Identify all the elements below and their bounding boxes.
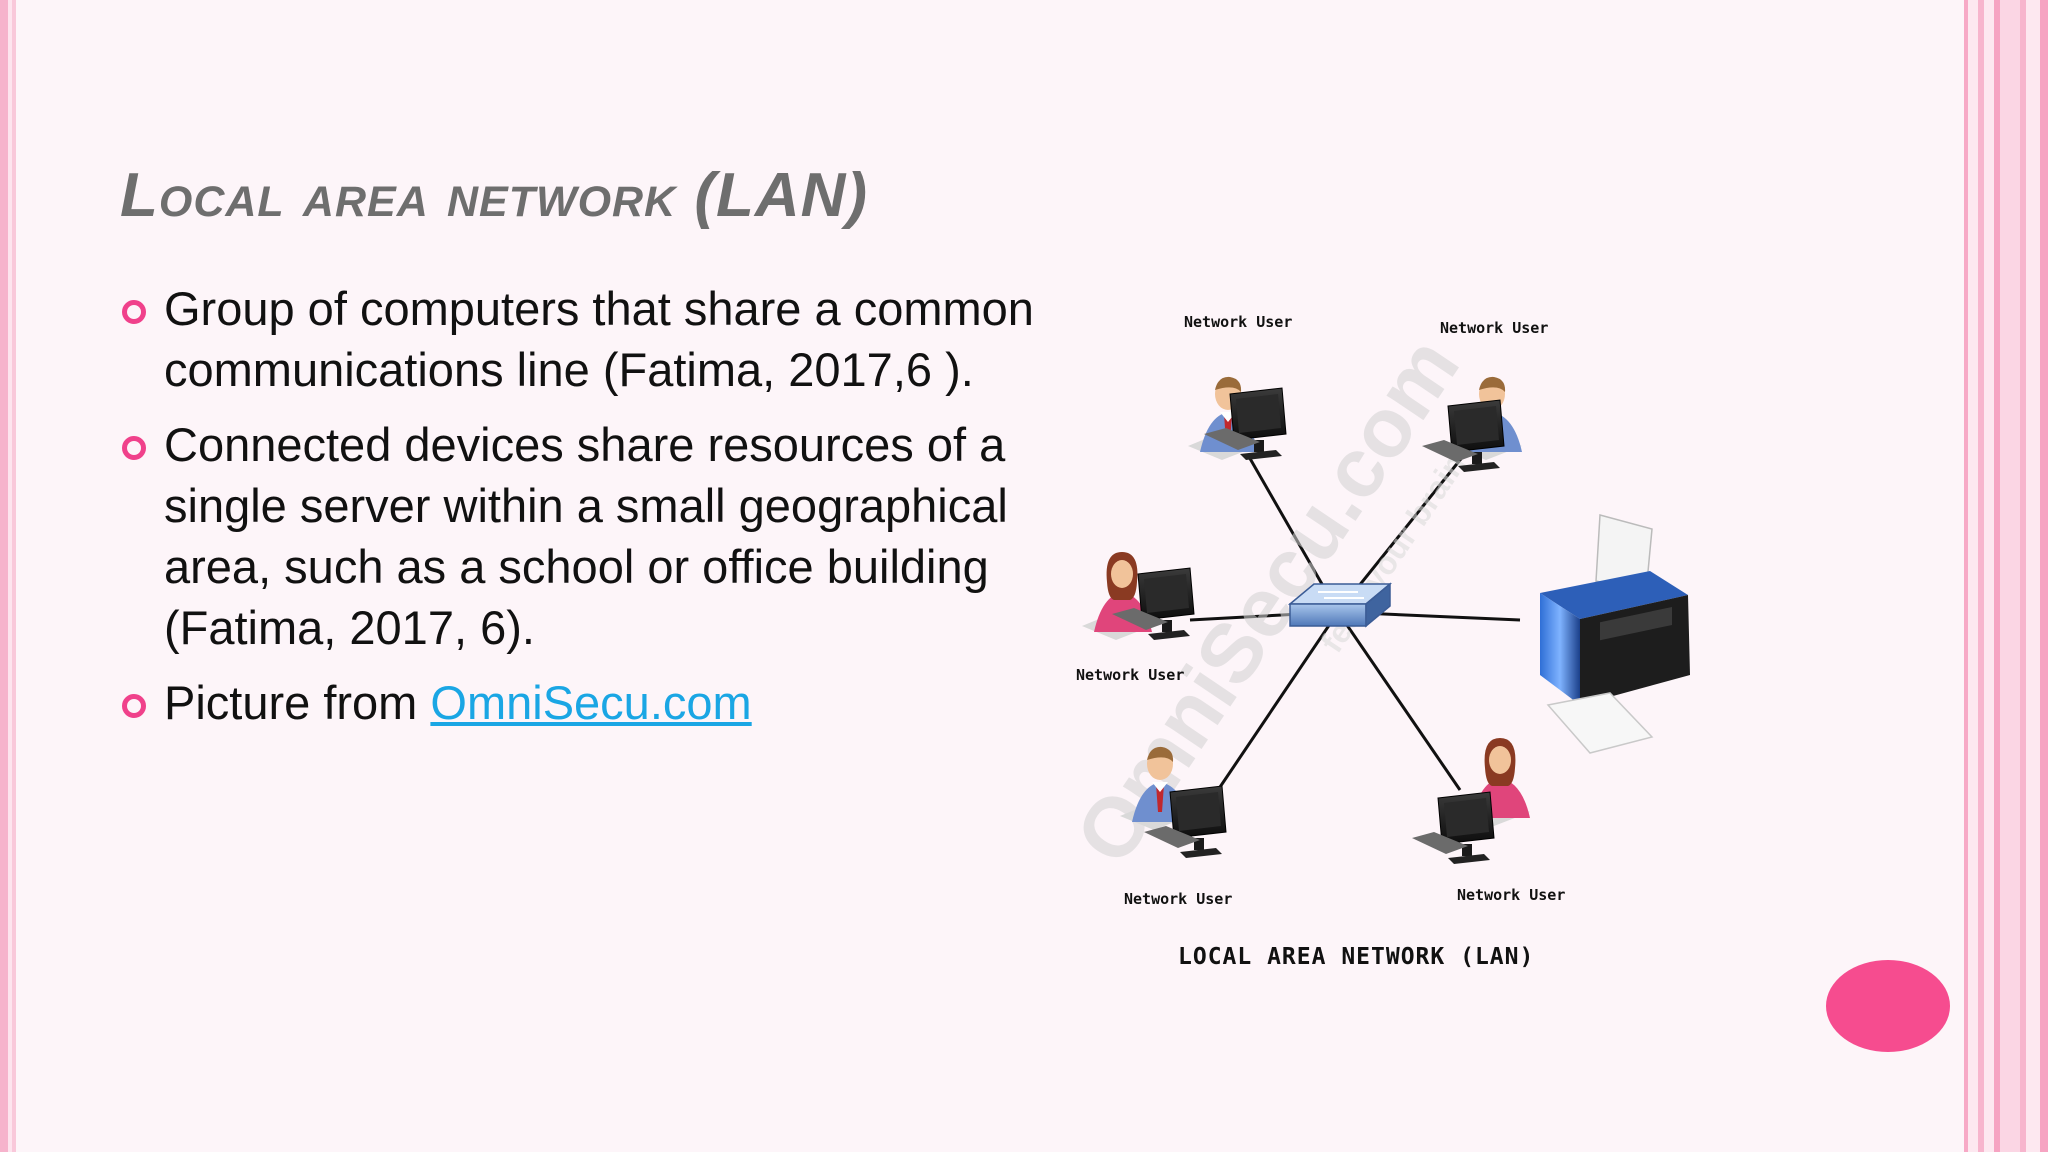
bullet-item: Connected devices share resources of a s… [118,414,1068,658]
right-stripe-decoration [1964,0,2048,1152]
bullet-circle-icon [122,300,146,324]
corner-dot-decoration [1826,960,1950,1052]
switch-icon [1287,582,1393,628]
network-user-icon [1082,552,1195,641]
bullet-text: Connected devices share resources of a s… [164,418,1008,654]
node-label: Network User [1124,890,1232,908]
network-user-icon [1411,738,1530,865]
left-border-decoration [0,0,16,1152]
bullet-list: Group of computers that share a common c… [118,278,1068,747]
node-label: Network User [1184,313,1292,331]
node-label: Network User [1440,319,1548,337]
bullet-text: Group of computers that share a common c… [164,282,1034,396]
lan-diagram: OmniSecu.com feed your brain [1060,313,1690,970]
node-label: Network User [1457,886,1565,904]
bullet-text: Picture from [164,676,431,729]
node-label: Network User [1076,666,1184,684]
omnisecu-link[interactable]: OmniSecu.com [430,676,752,729]
bullet-item: Picture from OmniSecu.com [118,672,1068,733]
bullet-circle-icon [122,436,146,460]
diagram-caption: LOCAL AREA NETWORK (LAN) [1178,944,1534,970]
bullet-circle-icon [122,694,146,718]
slide-title: Local area network (LAN) [120,161,869,230]
printer-icon [1540,514,1690,754]
bullet-item: Group of computers that share a common c… [118,278,1068,400]
network-user-icon [1188,376,1287,461]
